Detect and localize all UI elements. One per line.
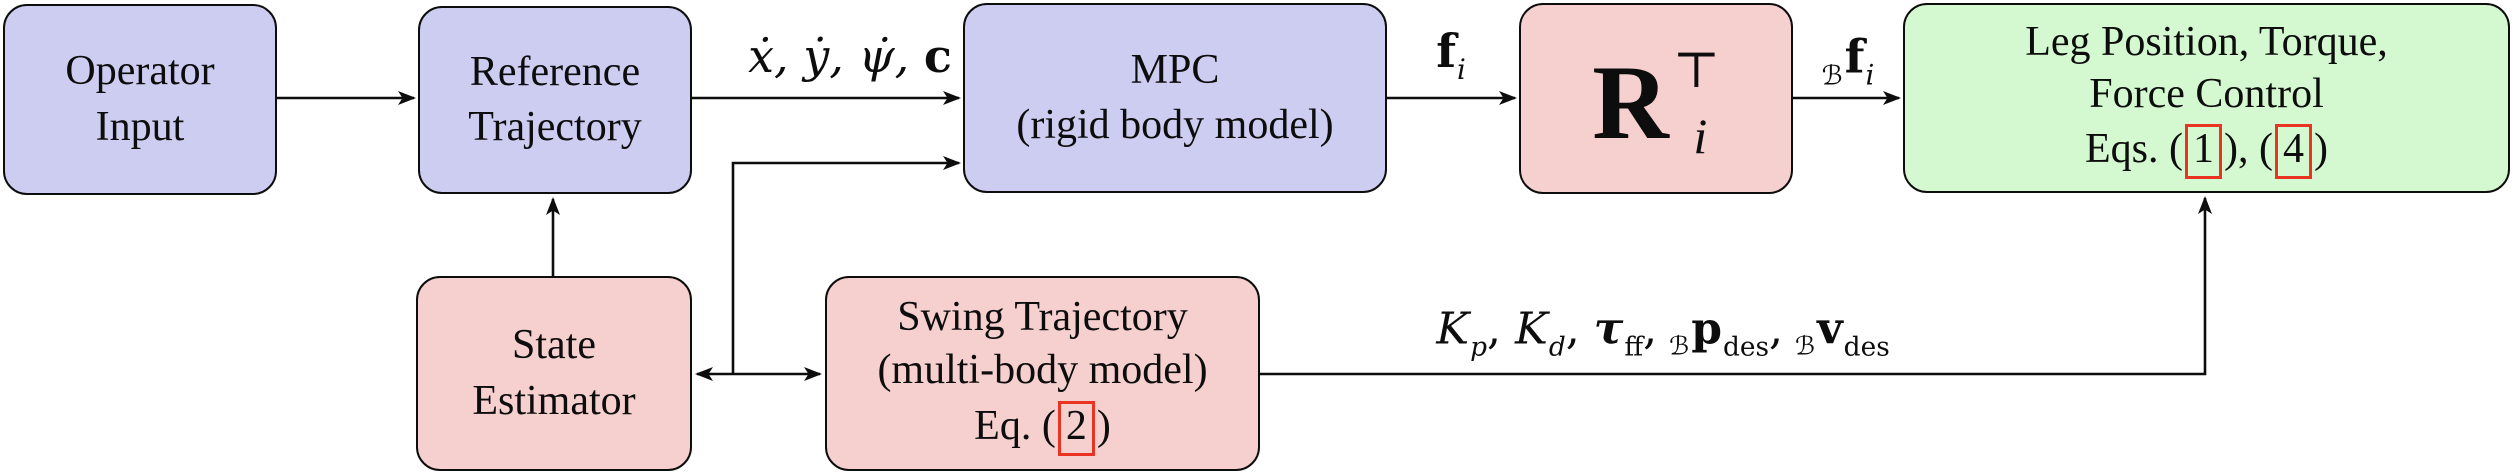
eq-text: Eqs. ( xyxy=(2085,125,2183,172)
box-line: Force Control xyxy=(2089,70,2324,117)
box-line: State xyxy=(512,322,596,369)
box-line: (rigid body model) xyxy=(1016,102,1334,148)
box-line: MPC xyxy=(1130,46,1220,93)
frame-prescript: ℬ xyxy=(1821,60,1843,92)
math-text: , xyxy=(1643,303,1658,355)
math-text: K xyxy=(1515,303,1548,355)
box-line: Trajectory xyxy=(468,104,642,150)
edge-label-body-frame-forces: ℬfi xyxy=(1822,34,1875,91)
edge-label-swing-outputs: Kp, Kd, τff,ℬpdes,ℬvdes xyxy=(1436,307,1889,360)
box-mpc: MPC (rigid body model) xyxy=(963,3,1387,193)
math-subscript: p xyxy=(1470,331,1488,363)
math-text: τ xyxy=(1593,303,1624,355)
math-text: ẋ, ẏ, ψ̇, xyxy=(748,29,910,83)
math-text: , xyxy=(1565,303,1594,355)
math-subscript: des xyxy=(1722,331,1770,363)
box-rotation-matrix: R ⊤ i xyxy=(1519,3,1793,194)
arrow-state-to-mpc xyxy=(731,156,961,373)
box-line: Operator xyxy=(65,48,215,95)
eq-text: ), ( xyxy=(2224,125,2273,172)
eq-text: Eq. ( xyxy=(974,403,1056,449)
box-line: Leg Position, Torque, xyxy=(2025,19,2388,66)
transpose-symbol: ⊤ xyxy=(1672,41,1720,98)
eq-text: ) xyxy=(2313,125,2328,172)
math-text: f xyxy=(1844,29,1865,84)
math-subscript: des xyxy=(1843,331,1890,363)
equation-link-4[interactable]: 4 xyxy=(2274,123,2312,179)
box-line: Reference xyxy=(469,48,641,95)
matrix-index: i xyxy=(1693,107,1708,164)
math-subscript: ff xyxy=(1624,331,1644,363)
edge-label-foot-forces: fi xyxy=(1436,28,1466,84)
math-text: v xyxy=(1817,303,1843,355)
eq-text: ) xyxy=(1096,403,1111,449)
box-swing-trajectory: Swing Trajectory (multi-body model) Eq. … xyxy=(825,276,1260,471)
box-operator-input: Operator Input xyxy=(3,4,277,195)
equation-link-1[interactable]: 1 xyxy=(2185,123,2222,179)
math-text: , xyxy=(1769,303,1784,355)
box-line: Swing Trajectory xyxy=(897,294,1188,340)
arrow-swing-to-legcontrol xyxy=(1260,196,2212,376)
box-line: Estimator xyxy=(472,377,636,424)
equation-link-2[interactable]: 2 xyxy=(1057,401,1095,456)
box-leg-control: Leg Position, Torque, Force Control Eqs.… xyxy=(1903,3,2510,193)
math-subscript: i xyxy=(1865,59,1875,93)
math-subscript: i xyxy=(1456,53,1466,87)
edge-label-command-velocities: ẋ, ẏ, ψ̇, c xyxy=(748,33,952,79)
frame-prescript: ℬ xyxy=(1795,331,1816,362)
math-text: f xyxy=(1436,24,1456,78)
equation-reference: Eq. (2) xyxy=(974,400,1111,456)
matrix-base: R xyxy=(1592,43,1669,161)
box-state-estimator: State Estimator xyxy=(416,276,692,471)
box-line: Input xyxy=(95,103,185,150)
math-text: c xyxy=(923,29,952,83)
equation-references: Eqs. (1), (4) xyxy=(2085,123,2328,179)
frame-prescript: ℬ xyxy=(1669,331,1690,362)
math-text: K xyxy=(1436,303,1470,355)
box-line: (multi-body model) xyxy=(877,346,1208,393)
box-reference-trajectory: Reference Trajectory xyxy=(418,6,692,194)
rotation-matrix-symbol: R ⊤ i xyxy=(1592,45,1720,161)
math-subscript: d xyxy=(1548,331,1566,363)
math-text: , xyxy=(1487,303,1516,355)
math-text: p xyxy=(1691,303,1722,355)
